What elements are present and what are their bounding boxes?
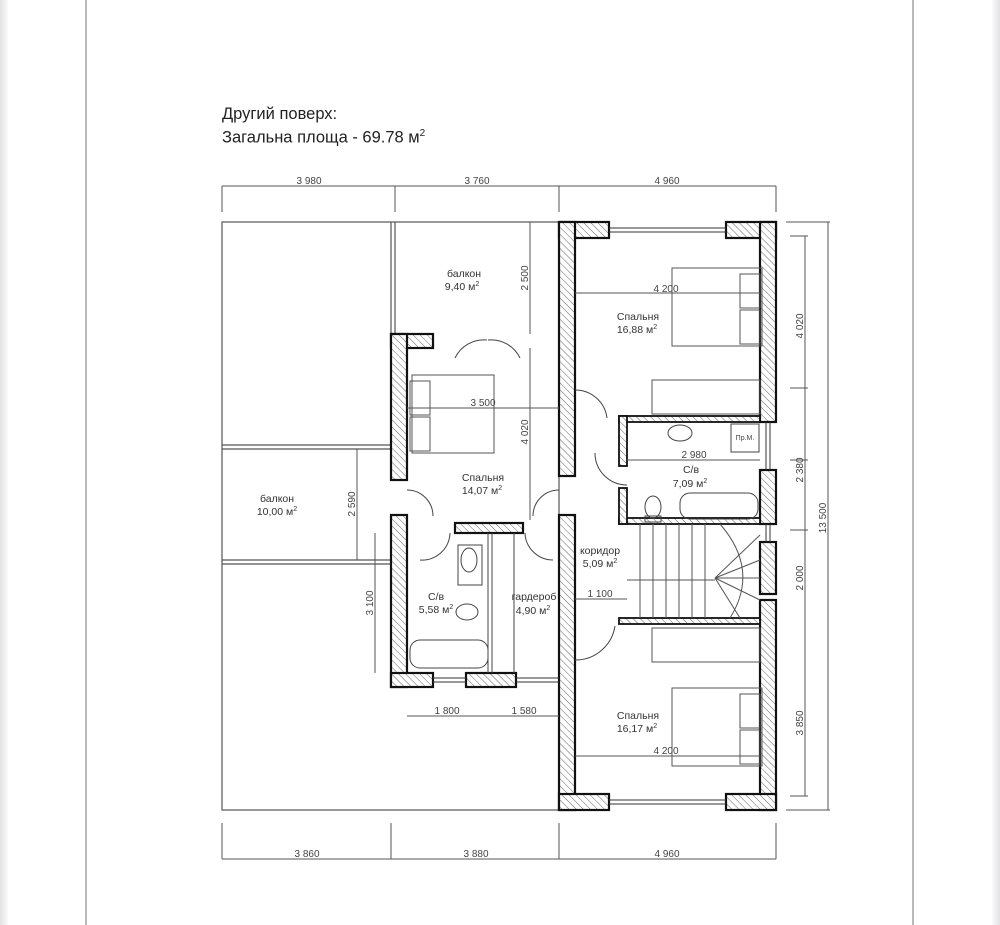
room-label-balcony-top: балкон 9,40 м2 — [445, 268, 481, 293]
dim-top-2: 3 760 — [464, 176, 489, 187]
exterior-walls-right — [389, 220, 778, 812]
total-area: Загальна площа - 69.78 м2 — [222, 128, 426, 147]
dim-bath-left-height: 3 100 — [365, 590, 376, 615]
viewer-right-shade — [992, 0, 1000, 925]
dim-right-3: 2 000 — [795, 565, 806, 590]
svg-text:коридор: коридор — [580, 545, 620, 557]
right-dimension-chain — [786, 221, 830, 811]
furniture-beds — [409, 267, 763, 767]
dim-right-4: 3 850 — [795, 710, 806, 735]
top-dimension-chain — [221, 185, 777, 212]
svg-text:9,40 м2: 9,40 м2 — [445, 281, 480, 293]
svg-text:10,00 м2: 10,00 м2 — [257, 506, 297, 518]
dim-top-1: 3 980 — [296, 176, 321, 187]
room-label-wardrobe: гардероб 4,90 м2 — [512, 591, 557, 617]
windows — [433, 227, 771, 805]
viewer-left-shade — [0, 0, 8, 925]
dim-right-2: 2 380 — [795, 457, 806, 482]
dim-bedroom-left-width: 3 500 — [470, 398, 495, 409]
interior-partitions — [618, 415, 761, 625]
svg-text:Спальня: Спальня — [462, 472, 504, 484]
dim-bedroom-bottom-width: 4 200 — [653, 746, 678, 757]
inner-dimension-lines — [356, 222, 760, 757]
room-label-corridor: коридор 5,09 м2 — [580, 545, 620, 570]
dim-bottom-3: 4 960 — [654, 849, 679, 860]
svg-text:балкон: балкон — [260, 493, 294, 505]
svg-text:7,09 м2: 7,09 м2 — [673, 478, 708, 490]
room-label-bathroom-left: С/в 5,58 м2 — [419, 591, 454, 616]
room-label-balcony-left: балкон 10,00 м2 — [257, 493, 297, 518]
dim-right-total: 13 500 — [818, 502, 829, 533]
dim-right-1: 4 020 — [795, 313, 806, 338]
room-label-bedroom-bottom-right: Спальня 16,17 м2 — [617, 710, 659, 735]
svg-text:14,07 м2: 14,07 м2 — [462, 485, 502, 497]
bathroom-fixtures — [409, 423, 760, 673]
staircase[interactable] — [627, 523, 761, 619]
svg-text:гардероб: гардероб — [512, 591, 557, 603]
svg-text:5,58 м2: 5,58 м2 — [419, 604, 454, 616]
dim-top-3: 4 960 — [654, 176, 679, 187]
dim-corridor-width: 1 100 — [587, 589, 612, 600]
svg-text:16,88 м2: 16,88 м2 — [617, 324, 657, 336]
dim-bottom-2: 3 880 — [463, 849, 488, 860]
dim-balcony-left-height: 2 590 — [347, 491, 358, 516]
dim-bath-left-width: 1 800 — [434, 706, 459, 717]
floor-name: Другий поверх: — [222, 105, 338, 123]
dim-bottom-1: 3 860 — [294, 849, 319, 860]
dim-bathroom-right-width: 2 980 — [681, 450, 706, 461]
dim-balcony-top-height: 2 500 — [520, 265, 531, 290]
bottom-dimension-chain — [221, 823, 777, 860]
room-label-bedroom-left: Спальня 14,07 м2 — [462, 472, 504, 497]
svg-text:4,90 м2: 4,90 м2 — [516, 605, 551, 617]
doors[interactable] — [406, 339, 628, 661]
dim-bedroom-top-width: 4 200 — [653, 284, 678, 295]
svg-text:16,17 м2: 16,17 м2 — [617, 723, 657, 735]
dim-wardrobe-width: 1 580 — [511, 706, 536, 717]
svg-text:С/в: С/в — [683, 464, 700, 476]
laundry-label: Пр.М. — [736, 435, 755, 442]
svg-text:5,09 м2: 5,09 м2 — [583, 558, 618, 570]
svg-text:Спальня: Спальня — [617, 311, 659, 323]
floor-title: Другий поверх: Загальна площа - 69.78 м2 — [222, 105, 425, 148]
page-right-edge — [912, 0, 914, 925]
room-label-bedroom-top-right: Спальня 16,88 м2 — [617, 311, 659, 336]
svg-text:Спальня: Спальня — [617, 710, 659, 722]
svg-text:С/в: С/в — [428, 591, 445, 603]
room-label-bathroom-right: С/в 7,09 м2 — [673, 464, 708, 490]
svg-text:балкон: балкон — [447, 268, 481, 280]
dim-bedroom-left-height: 4 020 — [520, 419, 531, 444]
page-left-edge — [85, 0, 87, 925]
